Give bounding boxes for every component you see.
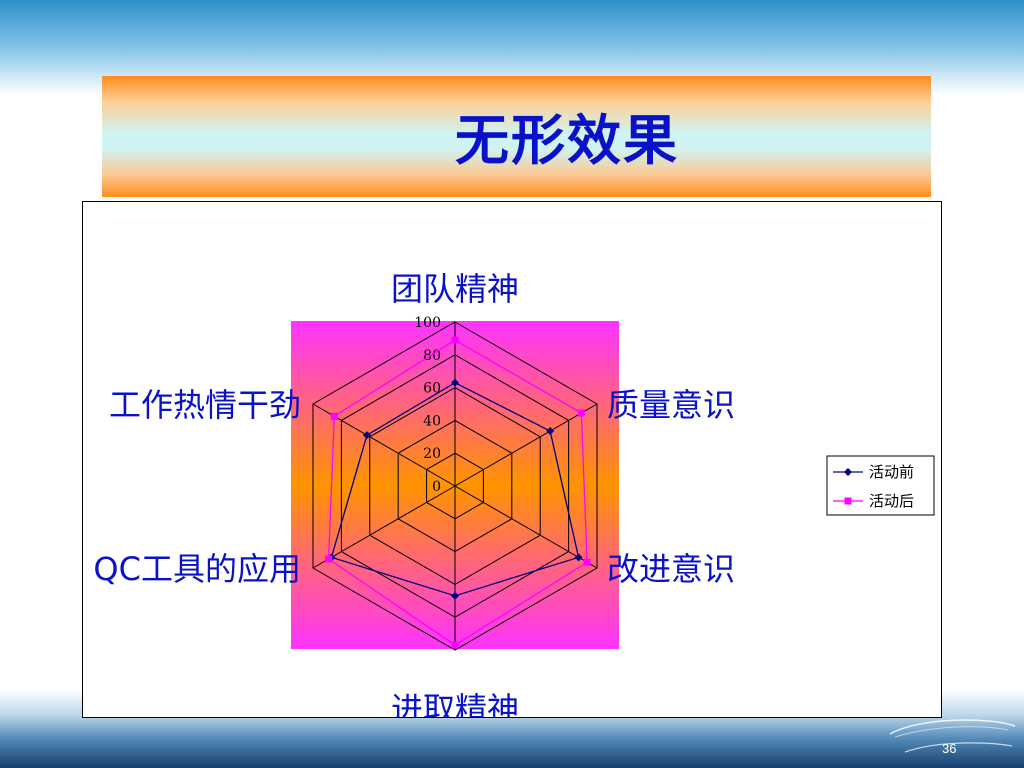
legend-marker bbox=[844, 468, 852, 476]
category-label: 改进意识 bbox=[607, 550, 735, 588]
page-number: 36 bbox=[942, 741, 957, 756]
data-point bbox=[330, 412, 338, 420]
data-point bbox=[451, 336, 459, 344]
data-point bbox=[362, 431, 371, 440]
tick-label: 0 bbox=[432, 479, 441, 495]
grid-spoke bbox=[454, 403, 598, 487]
slide-title: 无形效果 bbox=[455, 109, 679, 172]
data-point bbox=[325, 555, 333, 563]
category-label: 质量意识 bbox=[607, 386, 735, 424]
legend-label: 活动前 bbox=[869, 463, 914, 481]
category-label: 工作热情干劲 bbox=[109, 386, 301, 424]
tick-label: 100 bbox=[414, 315, 441, 331]
category-label: QC工具的应用 bbox=[93, 550, 301, 588]
category-label: 团队精神 bbox=[391, 270, 519, 308]
tick-label: 40 bbox=[423, 413, 441, 429]
data-point bbox=[451, 378, 459, 387]
category-label: 进取精神 bbox=[391, 690, 519, 717]
legend-label: 活动后 bbox=[869, 492, 914, 510]
legend-marker bbox=[844, 497, 852, 505]
data-point bbox=[574, 553, 583, 562]
data-point bbox=[546, 427, 555, 436]
decorative-swoosh-icon bbox=[889, 719, 1016, 753]
data-point bbox=[451, 641, 459, 649]
title-band bbox=[102, 76, 931, 197]
grid-spoke bbox=[454, 485, 598, 569]
data-point bbox=[451, 591, 459, 600]
data-point bbox=[583, 558, 591, 566]
data-point bbox=[577, 409, 585, 417]
legend-box bbox=[826, 455, 935, 516]
grid-spoke bbox=[312, 485, 456, 569]
tick-label: 60 bbox=[423, 381, 441, 397]
tick-label: 20 bbox=[423, 446, 441, 462]
